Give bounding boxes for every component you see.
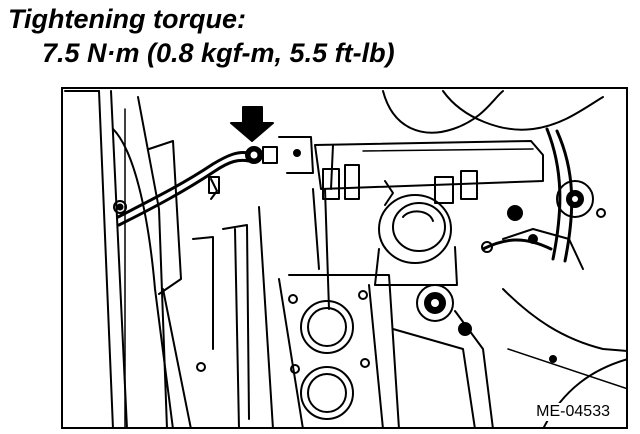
intake-ports xyxy=(278,274,400,427)
belt-cover xyxy=(192,206,626,427)
center-bolt xyxy=(392,284,494,427)
figure-code: ME-04533 xyxy=(534,403,612,421)
torque-value: 7.5 N·m (0.8 kgf-m, 5.5 ft-lb) xyxy=(42,38,395,68)
cam-cap xyxy=(374,194,458,286)
target-bolt xyxy=(245,146,301,164)
right-hoses xyxy=(382,90,604,263)
engine-illustration: ME-04533 xyxy=(61,87,628,429)
down-arrow-icon xyxy=(230,106,274,142)
fuel-rail-bracket xyxy=(278,136,544,310)
left-body-panel xyxy=(64,90,192,427)
right-pulley xyxy=(502,180,606,270)
torque-heading: Tightening torque: xyxy=(8,4,246,34)
ground-cable xyxy=(113,151,251,227)
